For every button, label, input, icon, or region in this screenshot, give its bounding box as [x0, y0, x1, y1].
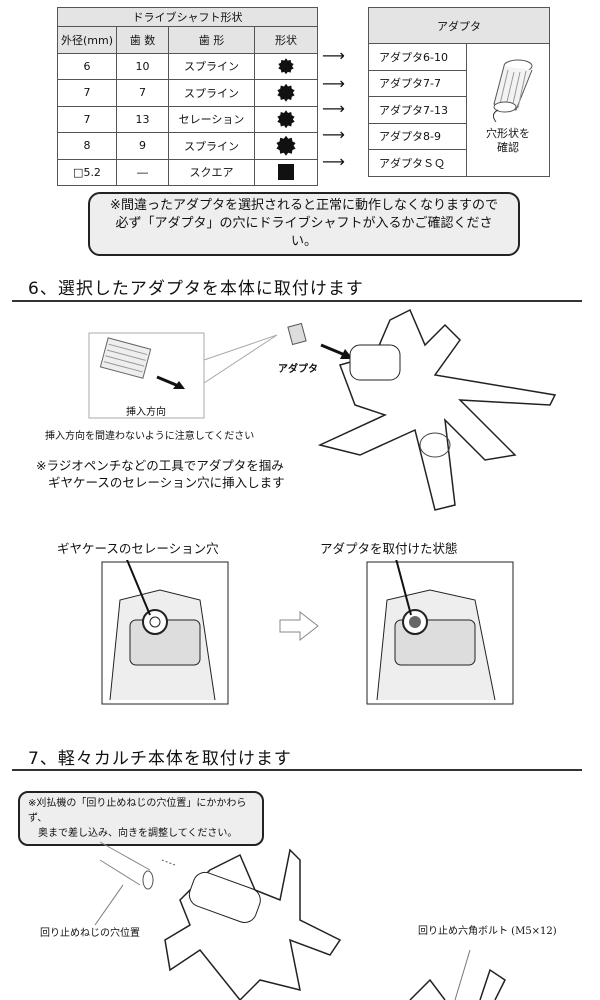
table-row: □5.2―スクエア: [57, 158, 318, 186]
adapter-name: アダプタ8-9: [368, 122, 467, 150]
tool-note-line-2: ギヤケースのセレーション穴に挿入します: [48, 475, 285, 490]
divider: [12, 769, 582, 771]
warning-line-1: ※間違ったアダプタを選択されると正常に動作しなくなりますので: [110, 198, 498, 213]
diameter: 8: [57, 132, 117, 160]
adapter-name: アダプタ7-13: [368, 96, 467, 124]
adapter-name: アダプタ6-10: [368, 43, 467, 71]
adapter-table: アダプタ アダプタ6-10 穴形状を確認 アダプタ7-7 アダプタ7-13 アダ…: [368, 7, 550, 177]
section-6-heading: 6、選択したアダプタを本体に取付けます: [28, 279, 364, 299]
table-row: アダプタ6-10 穴形状を確認: [368, 43, 550, 177]
col-diameter: 外径(mm): [57, 26, 117, 54]
spline-shape-icon: [277, 83, 295, 102]
adapter-label: アダプタ: [278, 364, 318, 375]
tooth-type: スクエア: [168, 158, 255, 186]
warning-line-2: 必ず「アダプタ」の穴にドライブシャフトが入るかご確認ください。: [115, 216, 493, 249]
check-hole-shape-note: 穴形状を確認: [486, 127, 530, 154]
diameter: 6: [57, 52, 117, 80]
tooth-type: スプライン: [168, 132, 255, 160]
tooth-type: セレーション: [168, 105, 255, 133]
col-type: 歯 形: [168, 26, 255, 54]
adapter-illustration: [492, 59, 533, 123]
adapter-name: アダプタ7-7: [368, 69, 467, 97]
section-7-heading: 7、軽々カルチ本体を取付けます: [28, 749, 292, 769]
serration-shape-icon: [277, 110, 295, 129]
divider: [12, 300, 582, 302]
diameter: 7: [57, 105, 117, 133]
tooth-type: スプライン: [168, 79, 255, 107]
warning-callout: ※間違ったアダプタを選択されると正常に動作しなくなりますので 必ず「アダプタ」の…: [88, 192, 520, 256]
arrow-icon: ⟶: [322, 99, 345, 118]
mounting-note-callout: ※刈払機の「回り止めねじの穴位置」にかかわらず、 奥まで差し込み、向きを調整して…: [18, 791, 264, 846]
gear-case-photos: [101, 560, 514, 705]
teeth: 13: [116, 105, 169, 133]
adapter-insertion-illustration: [88, 308, 557, 511]
hole-position-label: 回り止めねじの穴位置: [40, 928, 140, 939]
table-row: アダプタ8-9: [368, 122, 550, 150]
after-caption: アダプタを取付けた状態: [320, 541, 458, 556]
bolt-label: 回り止め六角ボルト (M5×12): [418, 926, 557, 937]
table-row: アダプタ7-7: [368, 69, 550, 97]
diameter: □5.2: [57, 158, 117, 186]
teeth: 7: [116, 79, 169, 107]
adapter-name: アダプタＳＱ: [368, 149, 467, 177]
table-row: アダプタ7-13: [368, 96, 550, 124]
tool-note-line-1: ※ラジオペンチなどの工具でアダプタを掴み: [36, 458, 284, 473]
teeth: 10: [116, 52, 169, 80]
square-shape-icon: [278, 164, 294, 181]
mounting-note-line-1: ※刈払機の「回り止めねじの穴位置」にかかわらず、: [28, 798, 247, 824]
insertion-direction-label: 挿入方向: [126, 407, 166, 418]
before-caption: ギヤケースのセレーション穴: [57, 541, 219, 556]
tooth-type: スプライン: [168, 52, 255, 80]
mounting-note-line-2: 奥まで差し込み、向きを調整してください。: [38, 828, 238, 839]
table-row: アダプタＳＱ: [368, 149, 550, 177]
shaft-table-title: ドライブシャフト形状: [57, 7, 318, 27]
teeth: 9: [116, 132, 169, 160]
gear-case-before-image: [101, 560, 229, 705]
spline-shape-icon: [278, 58, 294, 75]
adapter-table-title: アダプタ: [368, 7, 550, 44]
cultivator-mounting-illustration: [94, 841, 506, 1000]
col-shape: 形状: [254, 26, 318, 54]
arrow-icon: ⟶: [322, 125, 345, 144]
arrow-icon: ⟶: [322, 74, 345, 93]
arrow-icon: ⟶: [322, 152, 345, 171]
teeth: ―: [116, 158, 169, 186]
col-teeth: 歯 数: [116, 26, 169, 54]
spline-shape-icon: [276, 135, 296, 156]
insertion-caution: 挿入方向を間違わないように注意してください: [45, 431, 255, 442]
diameter: 7: [57, 79, 117, 107]
gear-case-after-image: [366, 560, 514, 705]
arrow-icon: ⟶: [322, 46, 345, 65]
